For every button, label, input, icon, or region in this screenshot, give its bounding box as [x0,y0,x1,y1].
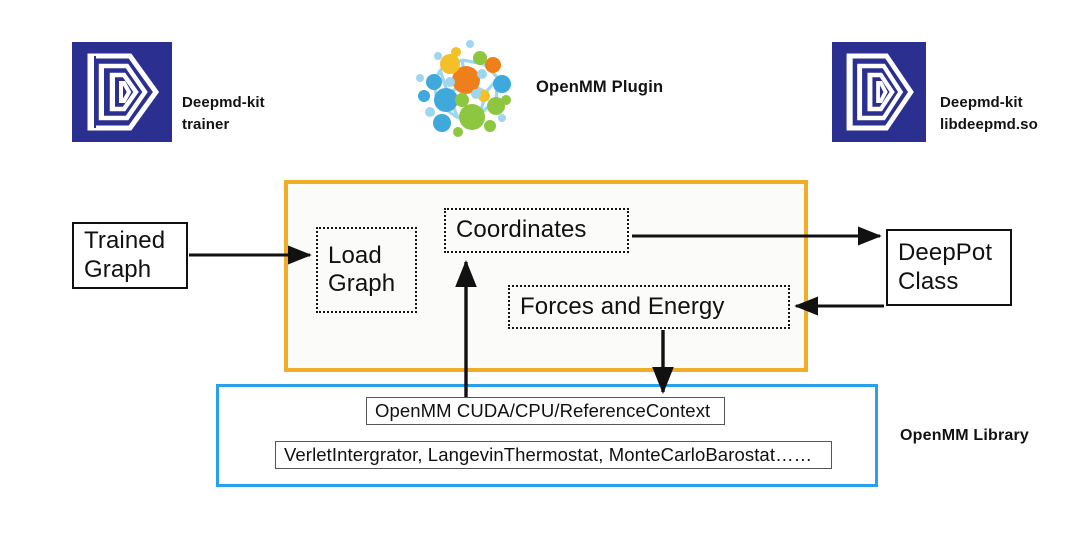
openmm-plugin-caption: OpenMM Plugin [536,78,664,96]
load-graph-box[interactable]: Load Graph [316,227,417,313]
deepmd-kit-libdeepmd-logo-icon [832,42,926,142]
trained-graph-box[interactable]: Trained Graph [72,222,188,289]
integrators-box[interactable]: VerletIntergrator, LangevinThermostat, M… [275,441,832,469]
deeppot-class-label: DeepPot Class [898,239,993,295]
openmm-library-label: OpenMM Library [900,427,1030,444]
openmm-plugin-container [284,180,808,372]
coordinates-label: Coordinates [456,216,587,244]
openmm-context-label: OpenMM CUDA/CPU/ReferenceContext [375,400,711,422]
forces-and-energy-box[interactable]: Forces and Energy [508,285,790,329]
deepmd-kit-libdeepmd-caption-line1: Deepmd-kit [940,93,1023,111]
openmm-molecule-logo-icon [410,38,522,142]
deepmd-kit-trainer-caption: Deepmd-kit trainer [182,70,265,157]
integrators-label: VerletIntergrator, LangevinThermostat, M… [284,444,813,466]
coordinates-box[interactable]: Coordinates [444,208,629,253]
deepmd-kit-trainer-logo-icon [72,42,172,142]
openmm-context-box[interactable]: OpenMM CUDA/CPU/ReferenceContext [366,397,725,425]
deepmd-kit-trainer-caption-line1: Deepmd-kit [182,93,265,111]
deepmd-kit-libdeepmd-caption: Deepmd-kit libdeepmd.so [940,70,1038,157]
deepmd-kit-libdeepmd-caption-line2: libdeepmd.so [940,115,1038,133]
deeppot-class-box[interactable]: DeepPot Class [886,229,1012,306]
deepmd-kit-trainer-caption-line2: trainer [182,115,230,133]
trained-graph-label: Trained Graph [84,227,166,283]
load-graph-label: Load Graph [328,241,396,297]
forces-and-energy-label: Forces and Energy [520,292,725,320]
